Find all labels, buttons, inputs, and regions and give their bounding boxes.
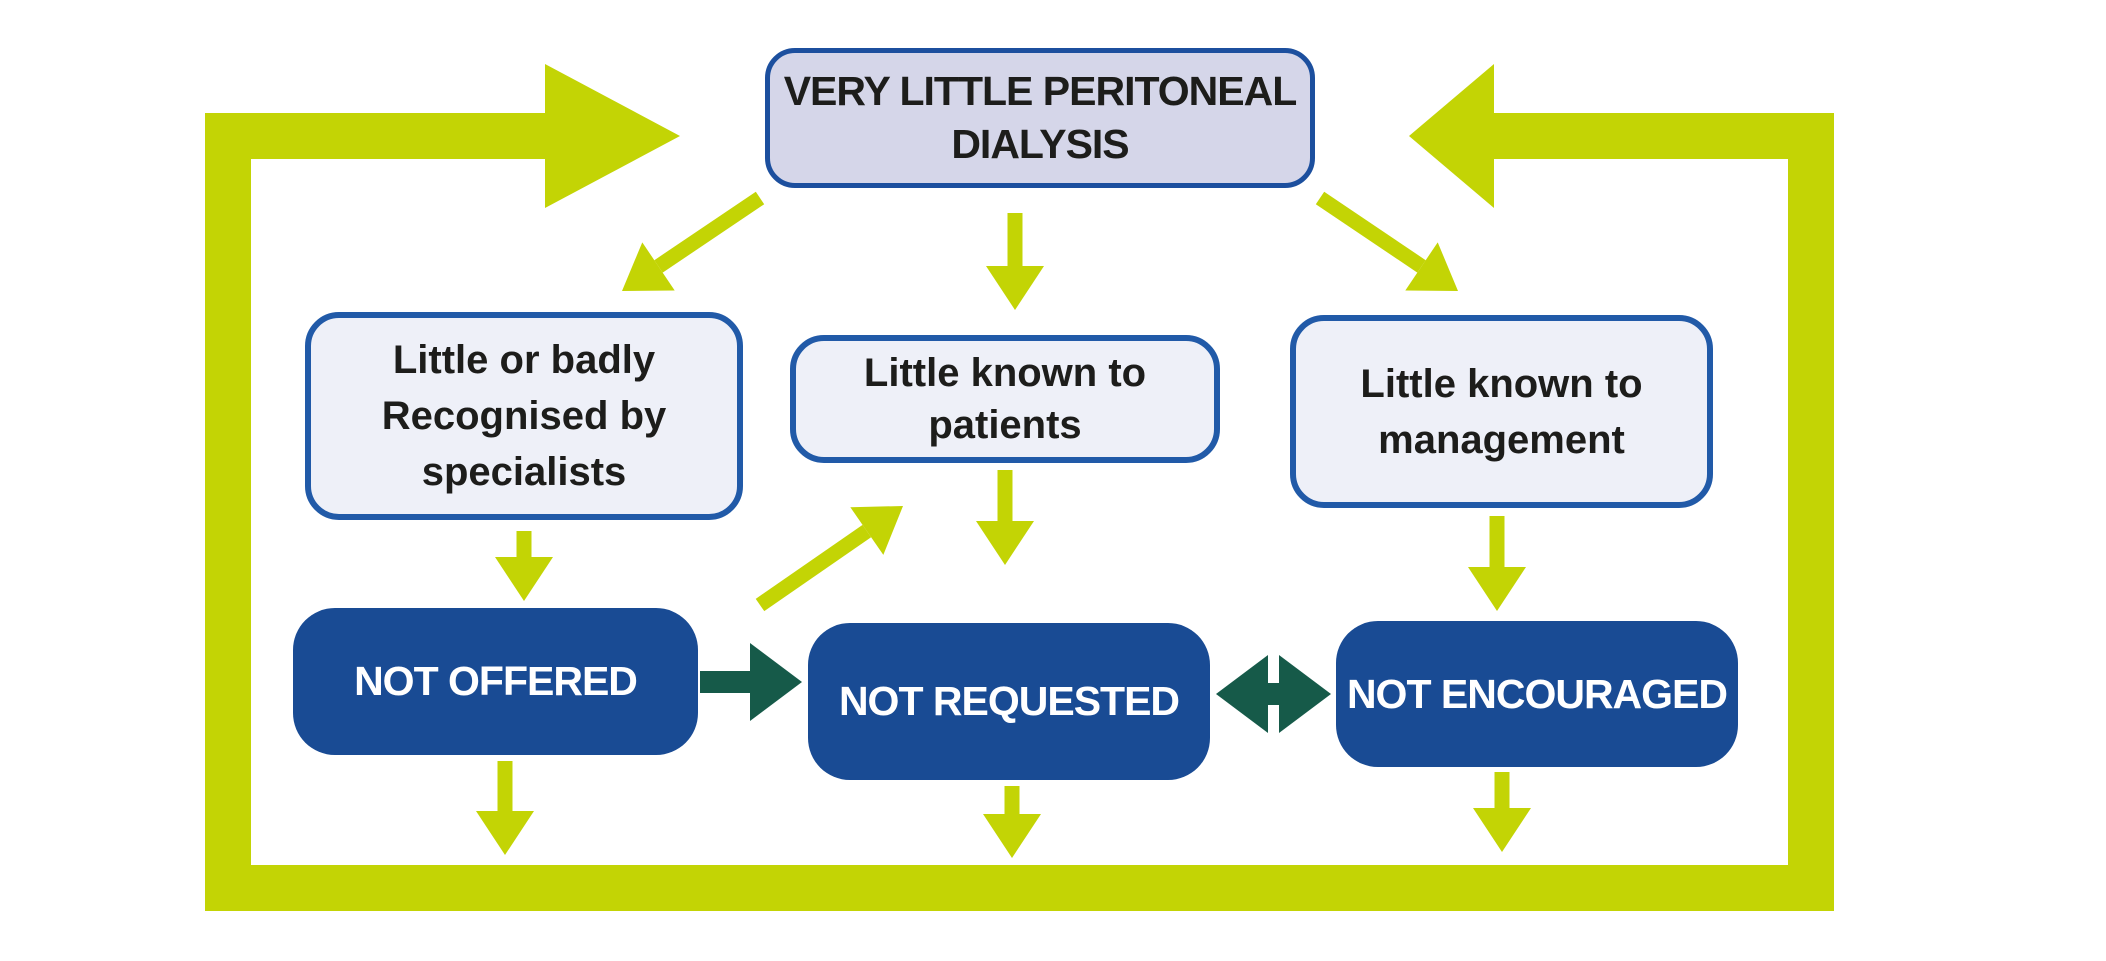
box-label: VERY LITTLE PERITONEAL DIALYSIS — [783, 67, 1298, 167]
box-label: NOT ENCOURAGED — [1346, 670, 1728, 717]
box-very-little-peritoneal-dialysis: VERY LITTLE PERITONEAL DIALYSIS — [765, 48, 1315, 188]
box-not-requested: NOT REQUESTED — [808, 623, 1210, 780]
arrow-not-encouraged-to-loop-head-icon — [1473, 808, 1531, 852]
loop-arrow-right-arm — [1494, 113, 1834, 159]
loop-arrowhead-left-icon — [545, 64, 680, 208]
arrow-not-requested-to-loop-head-icon — [983, 814, 1041, 858]
loop-frame-left-bar — [205, 113, 251, 911]
box-label: NOT REQUESTED — [838, 678, 1180, 724]
arrow-management-to-not-encouraged — [1468, 516, 1526, 611]
loop-frame-bottom-bar — [205, 865, 1834, 911]
arrow-specialists-to-not-offered — [495, 531, 553, 601]
arrow-patients-to-not-requested — [976, 470, 1034, 565]
box-label: NOT OFFERED — [354, 658, 638, 704]
arrow-root-to-specialists-stem — [654, 191, 765, 273]
box-little-known-to-patients: Little known to patients — [790, 335, 1220, 463]
arrow-not-offered-to-patients-stem — [755, 524, 872, 612]
arrow-not-offered-to-loop — [476, 761, 534, 855]
box-label: Little known to management — [1360, 361, 1643, 462]
box-not-offered: NOT OFFERED — [293, 608, 698, 755]
arrow-not-requested-to-not-encouraged — [1216, 655, 1331, 733]
arrow-not-requested-to-not-encouraged-head-icon-1 — [1279, 655, 1331, 733]
arrow-not-offered-to-not-requested-head-icon — [750, 643, 802, 721]
box-label: Little or badly Recognised by specialist… — [381, 338, 667, 494]
arrow-not-requested-to-loop — [983, 786, 1041, 858]
box-label: Little known to patients — [863, 351, 1147, 447]
arrow-root-to-specialists — [622, 191, 765, 291]
arrow-not-encouraged-to-loop — [1473, 772, 1531, 852]
arrow-root-to-management-head-icon — [1405, 242, 1458, 291]
arrow-not-offered-to-patients-head-icon — [850, 506, 903, 555]
arrow-root-to-patients-head-icon — [986, 266, 1044, 310]
arrow-specialists-to-not-offered-head-icon — [495, 557, 553, 601]
arrow-patients-to-not-requested-head-icon — [976, 521, 1034, 565]
box-little-or-badly-recognised-by-specialists: Little or badly Recognised by specialist… — [305, 312, 743, 520]
arrow-management-to-not-encouraged-head-icon — [1468, 567, 1526, 611]
arrow-not-offered-to-loop-head-icon — [476, 811, 534, 855]
loop-frame-right-bar — [1788, 113, 1834, 911]
arrow-root-to-management — [1315, 191, 1458, 291]
loop-arrowhead-right-icon — [1409, 64, 1494, 208]
box-little-known-to-management: Little known to management — [1290, 315, 1713, 508]
arrow-not-offered-to-not-requested — [700, 643, 802, 721]
arrow-root-to-management-stem — [1315, 191, 1426, 273]
arrow-not-offered-to-patients — [755, 506, 903, 612]
arrow-not-requested-to-not-encouraged-head-icon-2 — [1216, 655, 1268, 733]
arrow-root-to-specialists-head-icon — [622, 242, 675, 291]
loop-arrow-left-arm — [205, 113, 545, 159]
box-not-encouraged: NOT ENCOURAGED — [1336, 621, 1738, 767]
arrow-root-to-patients — [986, 213, 1044, 310]
